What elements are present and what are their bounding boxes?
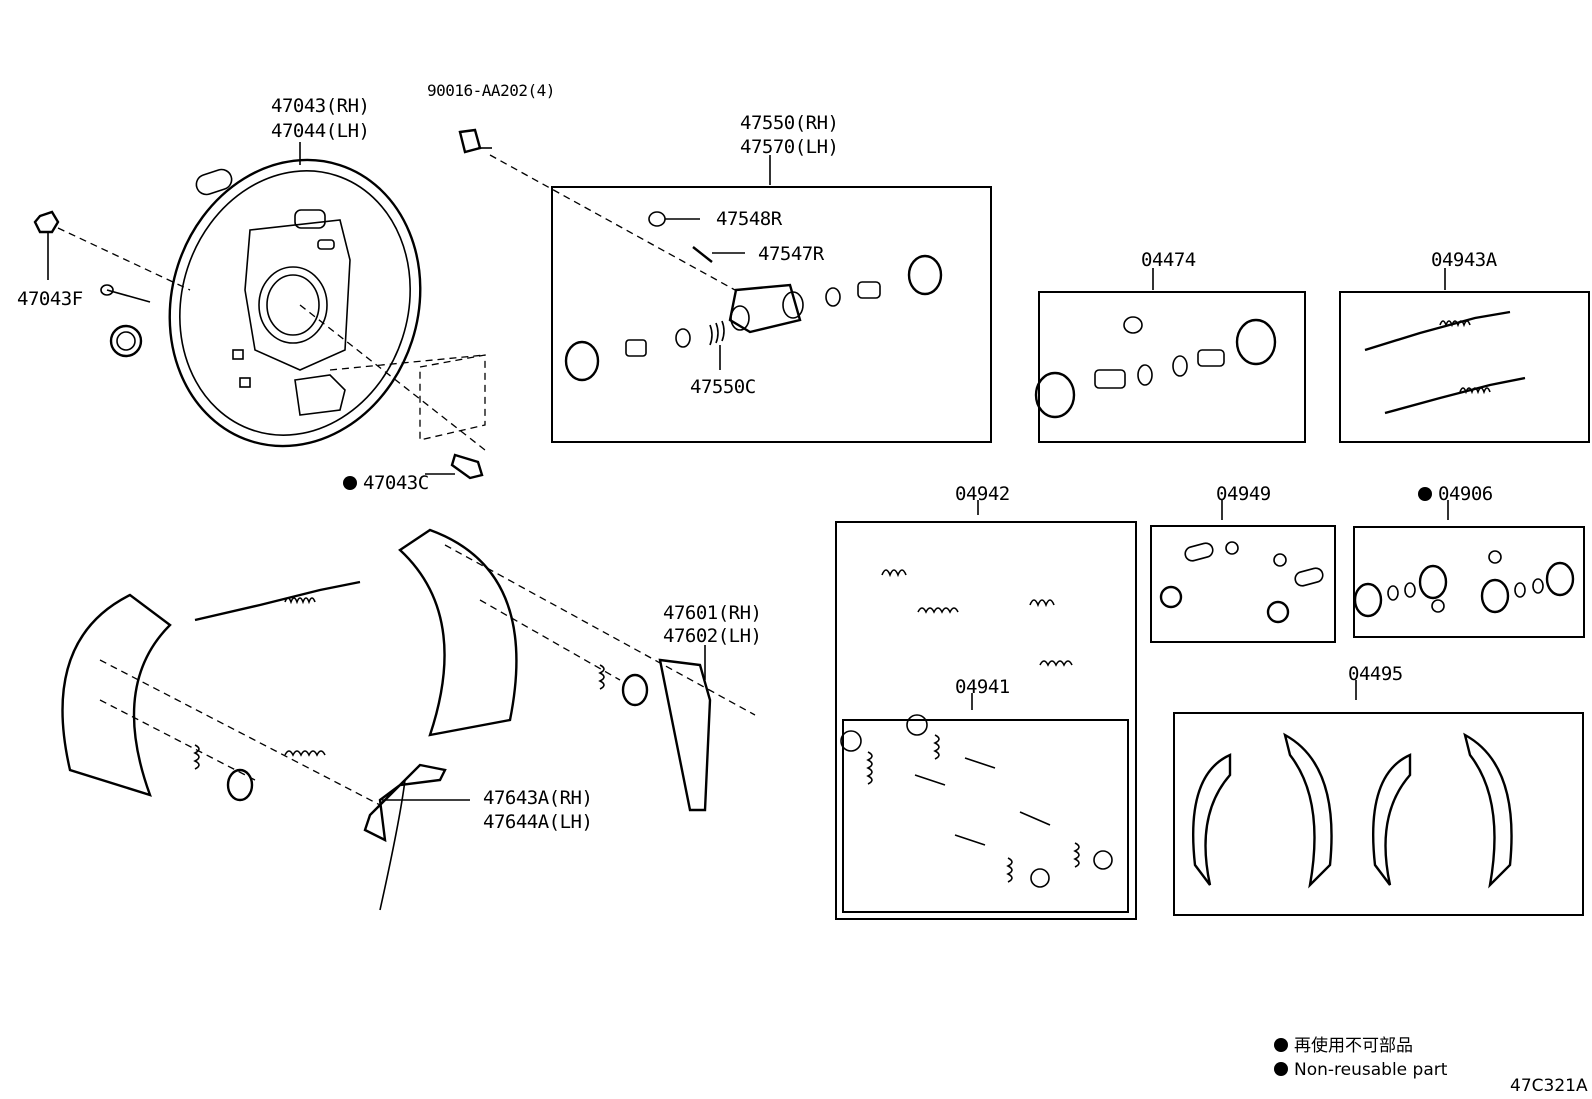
kit-04941-box [842,719,1129,913]
label-nut[interactable]: 47043C [343,472,429,494]
legend-en-text: Non-reusable part [1294,1060,1448,1080]
label-adjust-lever-lh[interactable]: 47644A(LH) [483,811,593,833]
label-wheel-cylinder-rh[interactable]: 47550(RH) [740,112,839,134]
non-reusable-dot [1274,1062,1288,1076]
label-bleeder-cap[interactable]: 47548R [716,208,782,230]
label-kit-04949[interactable]: 04949 [1216,483,1271,505]
label-kit-04941[interactable]: 04941 [955,676,1010,698]
legend-row-jp: 再使用不可部品 [1274,1034,1447,1058]
label-kit-04474[interactable]: 04474 [1141,249,1196,271]
backing-plate-drawing [168,158,486,451]
kit-04942-box [835,521,1137,920]
kit-04943a-box [1339,291,1590,443]
label-kit-04495[interactable]: 04495 [1348,663,1403,685]
label-wheel-cylinder-lh[interactable]: 47570(LH) [740,136,839,158]
label-bleeder-plug[interactable]: 47547R [758,243,824,265]
label-plug[interactable]: 47043F [17,288,83,310]
label-backing-plate-rh[interactable]: 47043(RH) [271,95,370,117]
label-adjust-lever-rh[interactable]: 47643A(RH) [483,787,593,809]
wheel-cylinder-drawing [564,211,943,382]
label-lever-lh[interactable]: 47602(LH) [663,625,762,647]
legend-jp-text: 再使用不可部品 [1294,1036,1413,1056]
label-cylinder-spring[interactable]: 47550C [690,376,756,398]
label-kit-04942[interactable]: 04942 [955,483,1010,505]
legend: 再使用不可部品 Non-reusable part [1274,1034,1447,1082]
label-bolt[interactable]: 90016-AA202(4) [427,81,555,100]
kit-04495-box [1173,712,1584,916]
non-reusable-dot [343,476,357,490]
non-reusable-dot [1274,1038,1288,1052]
label-kit-04943a[interactable]: 04943A [1431,249,1497,271]
kit-04949-box [1150,525,1336,643]
wheel-cylinder-box [551,186,992,443]
label-kit-04906-text: 04906 [1438,483,1493,505]
kit-04474-box [1038,291,1306,443]
label-lever-rh[interactable]: 47601(RH) [663,602,762,624]
kit-04906-box [1353,526,1585,638]
legend-row-en: Non-reusable part [1274,1058,1447,1082]
non-reusable-dot [1418,487,1432,501]
label-kit-04906[interactable]: 04906 [1418,483,1493,505]
label-backing-plate-lh[interactable]: 47044(LH) [271,120,370,142]
diagram-code: 47C321A [1510,1076,1588,1096]
label-nut-text: 47043C [363,472,429,494]
